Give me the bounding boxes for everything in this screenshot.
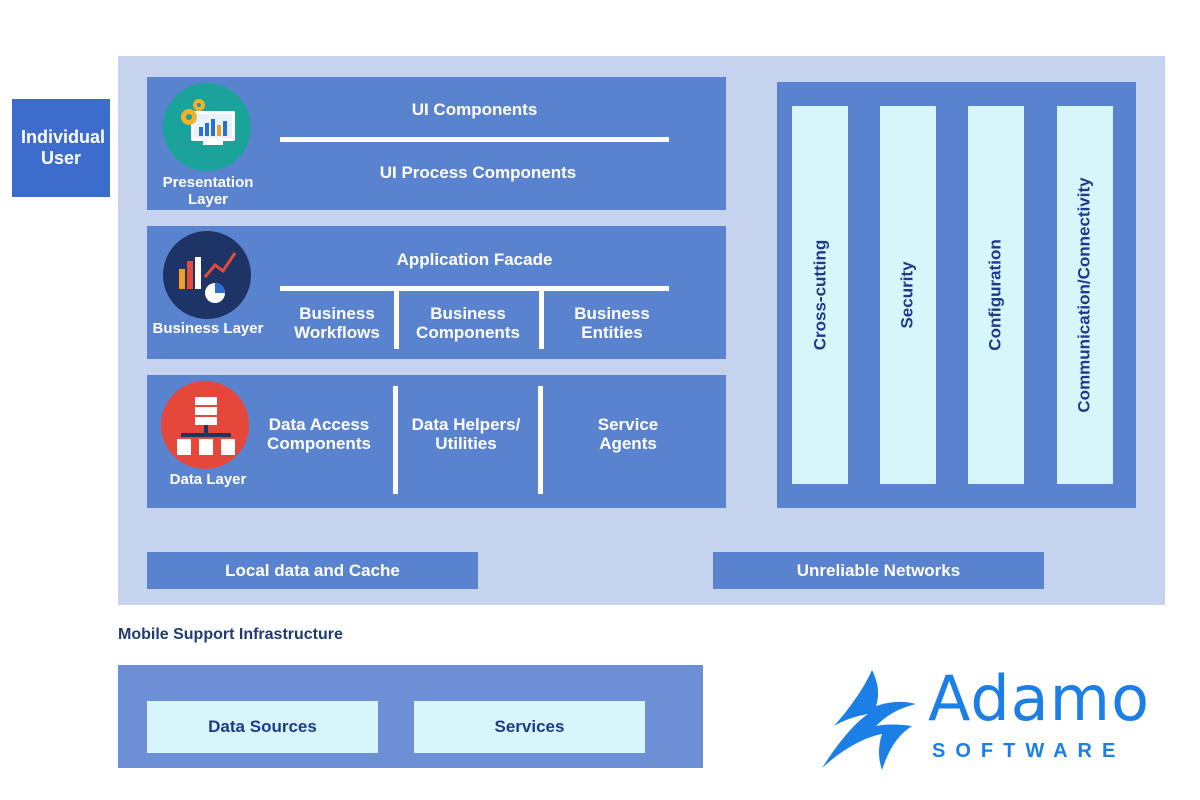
communication-bar [1057,106,1113,484]
unreliable-networks: Unreliable Networks [713,552,1044,589]
configuration-bar [968,106,1024,484]
presentation-icon [163,83,251,171]
business-icon [163,231,251,319]
adamo-logo-mark [820,668,920,772]
ui-components: UI Components [411,100,538,119]
local-data-cache: Local data and Cache [147,552,478,589]
business-workflows: Business Workflows [294,304,380,342]
data-helpers-utilities: Data Helpers/ Utilities [411,415,521,453]
data-separator-2 [538,386,543,494]
communication-text-wrap: Communication/Connectivity [1057,106,1113,484]
crosscutting-text: Cross-cutting [810,239,829,351]
business-layer-label: Business Layer [152,320,264,337]
services: Services [414,701,645,753]
individual-user-label: Individual User [21,127,106,168]
crosscutting-text-wrap: Cross-cutting [792,106,848,484]
business-divider [280,286,669,291]
crosscutting-bar [792,106,848,484]
security-bar [880,106,936,484]
business-entities: Business Entities [574,304,650,342]
configuration-text-wrap: Configuration [968,106,1024,484]
data-access-components: Data Access Components [267,415,371,453]
business-separator-2 [539,290,544,349]
application-facade: Application Facade [396,250,553,269]
business-separator-1 [394,290,399,349]
presentation-divider [280,137,669,142]
business-components: Business Components [416,304,520,342]
data-layer-label: Data Layer [169,471,247,488]
adamo-logo-software: SOFTWARE [932,740,1126,762]
security-text-wrap: Security [880,106,936,484]
individual-user-box: Individual User [12,99,110,197]
data-icon [161,381,249,469]
data-separator-1 [393,386,398,494]
mobile-infrastructure-title: Mobile Support Infrastructure [118,626,343,643]
security-text: Security [898,261,917,329]
configuration-text: Configuration [986,239,1006,351]
service-agents: Service Agents [597,415,659,453]
presentation-layer-label: Presentation Layer [162,174,254,208]
communication-text: Communication/Connectivity [1075,177,1094,413]
data-sources: Data Sources [147,701,378,753]
ui-process-components: UI Process Components [379,163,577,182]
adamo-logo-word: Adamo [928,662,1150,735]
